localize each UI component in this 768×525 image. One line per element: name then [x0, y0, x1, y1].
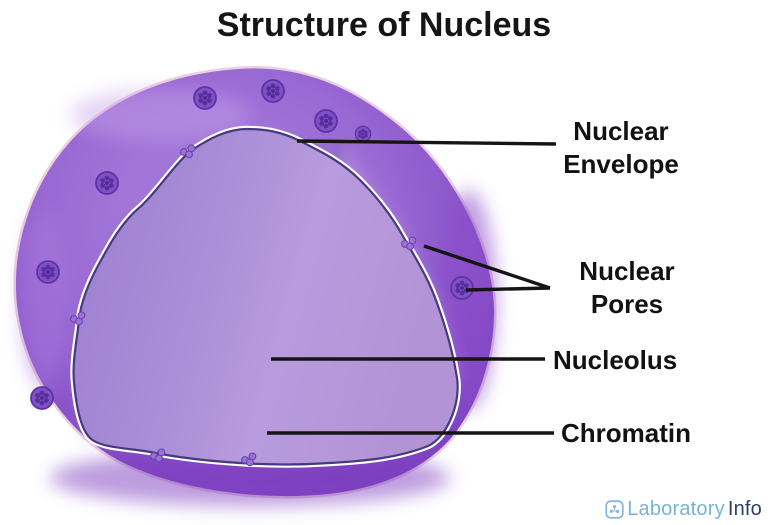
- brand-name-secondary: Info: [727, 498, 762, 520]
- leader-line-nuclear-pores-lower: [465, 286, 551, 292]
- page-title: Structure of Nucleus: [216, 6, 552, 44]
- nuclear-pore: [450, 276, 474, 300]
- nuclear-pore: [314, 109, 338, 133]
- label-nuclear-pores-line2: Pores: [590, 289, 664, 319]
- label-nucleolus-text: Nucleolus: [553, 345, 678, 375]
- label-nuclear-envelope-line2: Envelope: [563, 149, 679, 179]
- label-chromatin: Chromatin: [561, 417, 768, 450]
- leader-line-nuclear-pores-upper: [423, 244, 551, 290]
- label-nuclear-envelope-line1: Nuclear: [573, 116, 669, 146]
- label-nuclear-pores-line1: Nuclear: [579, 256, 675, 286]
- leader-lines: [267, 139, 557, 435]
- nuclear-pore: [193, 86, 217, 110]
- nuclear-pore: [30, 386, 54, 410]
- label-nucleolus: Nucleolus: [553, 344, 763, 377]
- label-nuclear-pores: Nuclear Pores: [537, 255, 717, 321]
- brand-name-primary: Laboratory: [627, 498, 725, 520]
- nuclear-pore: [36, 260, 60, 284]
- label-chromatin-text: Chromatin: [561, 418, 691, 448]
- lab-flask-icon: [605, 500, 624, 519]
- label-nuclear-envelope: Nuclear Envelope: [531, 115, 711, 181]
- nuclear-pore: [95, 171, 119, 195]
- nuclear-pore: [354, 125, 372, 143]
- leader-line-nuclear-envelope: [296, 139, 557, 146]
- nuclear-pore: [261, 79, 285, 103]
